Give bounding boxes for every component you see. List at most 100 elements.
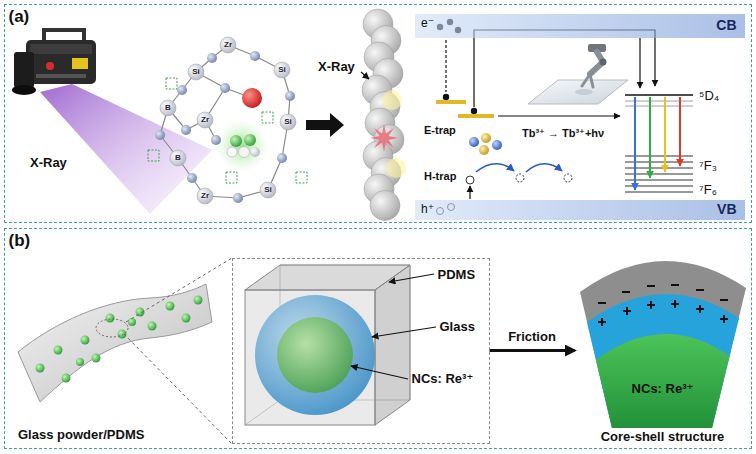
excitation-burst (370, 124, 398, 152)
x-ray-machine (44, 30, 84, 40)
part-label: NCs: Re³⁺ (632, 382, 694, 397)
trap-label: H-trap (424, 170, 456, 183)
arrow-label: Friction (508, 330, 556, 345)
dopant-ion (250, 147, 260, 157)
transition-line (639, 38, 640, 88)
atom-label: Si (192, 67, 200, 76)
nanocrystal-core (596, 333, 730, 427)
atom-label: B (165, 103, 171, 112)
network-atom (188, 64, 204, 80)
x-ray-machine (36, 74, 86, 78)
x-ray-machine (14, 52, 34, 88)
part-label: NCs: Re³⁺ (412, 372, 474, 387)
pdms-cube (245, 290, 375, 425)
nanocrystal-chain (370, 191, 400, 221)
positive-charge-sign (598, 300, 728, 326)
glass-particle (36, 364, 45, 373)
atom-label: B (175, 153, 181, 162)
atom-label: Zr (201, 191, 209, 200)
network-atom (197, 188, 213, 204)
trapped-carrier (469, 137, 479, 147)
carrier-label: e⁻ (421, 17, 434, 31)
energy-level-label: ⁷F₃ (699, 159, 717, 174)
emission-arrow (664, 97, 666, 172)
atom-label: Si (284, 117, 292, 126)
glass-particle (182, 314, 191, 323)
robot-hand-icon (575, 89, 593, 95)
luminescence-glow (382, 90, 402, 110)
trap-level (436, 100, 466, 104)
electron (443, 94, 449, 100)
robot-hand-icon (582, 74, 593, 87)
oxygen-atom (155, 130, 165, 140)
composite-film (18, 284, 212, 402)
emission-arrow (634, 97, 636, 190)
vacancy-marker (148, 150, 159, 161)
glass-particle (128, 318, 136, 326)
panel-frame: PDMSGlassNCs: Re³⁺NCs: Re³⁺Core-shell st… (4, 228, 752, 449)
dopant-ion (216, 120, 268, 172)
vacancy-marker (296, 172, 307, 183)
process-arrow (306, 113, 344, 137)
source-label: X-Ray (30, 156, 67, 171)
energy-level-label: ⁷F₆ (699, 183, 717, 198)
robot-hand-icon (528, 44, 628, 104)
hole-migration-arrow (476, 164, 562, 172)
network-atom (274, 62, 290, 78)
oxygen-atom (155, 51, 295, 203)
energy-level (625, 95, 693, 192)
oxygen-atom (277, 153, 287, 163)
oxygen-atom (187, 173, 197, 183)
glass-particle (118, 330, 127, 339)
x-ray-machine (72, 58, 88, 69)
pdms-cube-back (245, 265, 410, 425)
network-atom (280, 114, 296, 130)
source-label: X-Ray (318, 60, 355, 75)
valence-band: VB (415, 200, 745, 220)
composite-film (18, 284, 212, 402)
process-label: Tb³⁺ → Tb³⁺+hν (522, 127, 604, 140)
hole-migration-arrow (476, 164, 514, 172)
network-atom (220, 37, 236, 53)
leader-line (351, 366, 408, 379)
band-label: VB (717, 201, 736, 217)
emission-arrow (635, 97, 680, 190)
oxygen-atom (181, 125, 191, 135)
leader-line (372, 327, 436, 337)
vacancy-marker (226, 172, 237, 183)
glass-network-bond (160, 45, 290, 198)
atom-label: Si (278, 65, 286, 74)
glass-particle (92, 354, 101, 363)
robot-hand-icon (600, 59, 607, 66)
leader-line (361, 72, 369, 79)
vacancy-marker (148, 78, 307, 183)
x-ray-beam (40, 84, 212, 214)
process-arrow (490, 349, 575, 352)
dopant-ion (239, 147, 250, 158)
x-ray-machine (12, 30, 96, 95)
x-ray-machine (12, 85, 36, 95)
band-label: CB (716, 17, 736, 33)
hole (564, 174, 572, 182)
core-shell-wedge (575, 252, 750, 446)
electron (471, 108, 477, 114)
transition-line (469, 186, 470, 199)
glass-particle (76, 358, 84, 366)
oxygen-atom (250, 51, 260, 61)
dopant-ion (244, 134, 256, 146)
pdms-cube (245, 265, 410, 425)
panel-label: (a) (9, 7, 30, 27)
part-label: PDMS (438, 268, 476, 283)
carrier-label: h⁺ (421, 203, 434, 217)
leader-line (351, 274, 436, 379)
network-atom (260, 182, 276, 198)
hole (466, 176, 474, 184)
glass-particle (106, 314, 115, 323)
trapped-carrier (481, 133, 491, 143)
glass-particle (81, 336, 90, 345)
glass-particle (166, 302, 175, 311)
hole-migration-arrow (526, 164, 562, 172)
part-label: Glass (440, 320, 475, 335)
vacancy-marker (166, 78, 177, 89)
